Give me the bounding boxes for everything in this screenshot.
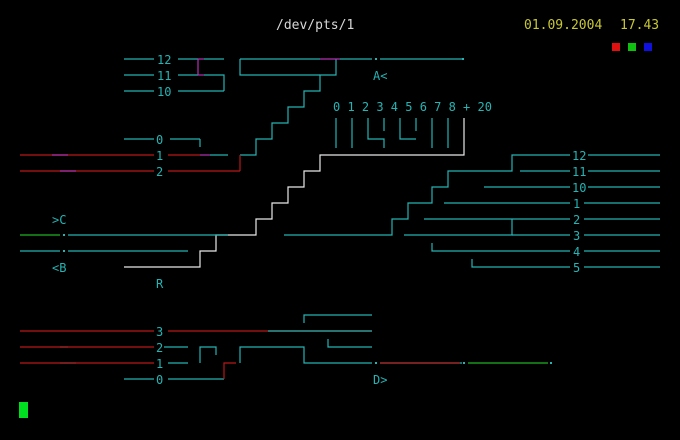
bottom-label-1: 1 [156, 357, 164, 371]
right-label-5: 5 [573, 261, 581, 275]
right-label-10: 10 [572, 181, 587, 195]
green-indicator [628, 43, 636, 51]
red-indicator [612, 43, 620, 51]
right-label-2: 2 [573, 213, 581, 227]
port-d-label: D> [373, 373, 388, 387]
bus-label-10: 10 [157, 85, 172, 99]
port-b-label: <B [52, 261, 67, 275]
group-label-0: 0 [156, 133, 164, 147]
bottom-label-0: 0 [156, 373, 164, 387]
right-label-12: 12 [572, 149, 587, 163]
port-c-label: >C [52, 213, 67, 227]
right-label-3: 3 [573, 229, 581, 243]
bit-scale: 0 1 2 3 4 5 6 7 8 + 20 [333, 100, 492, 114]
right-label-11: 11 [572, 165, 587, 179]
right-label-4: 4 [573, 245, 581, 259]
clock-date: 01.09.2004 [524, 18, 603, 33]
group-label-1: 1 [156, 149, 164, 163]
terminal-cursor[interactable] [19, 402, 28, 418]
window-title: /dev/pts/1 [276, 18, 355, 33]
bottom-label-3: 3 [156, 325, 164, 339]
bottom-label-2: 2 [156, 341, 164, 355]
right-label-1: 1 [573, 197, 581, 211]
group-label-2: 2 [156, 165, 164, 179]
blue-indicator [644, 43, 652, 51]
clock-time: 17.43 [620, 18, 660, 33]
port-r-label: R [156, 277, 164, 291]
bus-label-12: 12 [157, 53, 172, 67]
bus-label-11: 11 [157, 69, 172, 83]
top-bus-lines [124, 58, 462, 156]
port-a-label: A< [373, 69, 388, 83]
